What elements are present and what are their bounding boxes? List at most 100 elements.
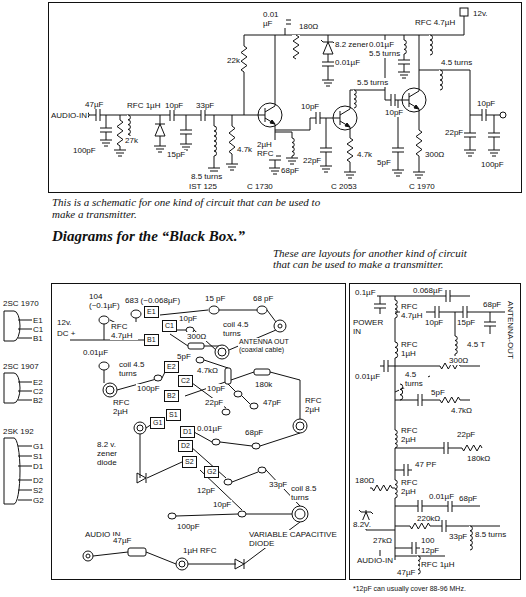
component-label: 0.01µF: [354, 372, 381, 381]
ceramic-capacitor: [250, 403, 258, 409]
capacitor-symbol: [395, 94, 396, 106]
wire-gap: [404, 463, 408, 477]
component-label: 4.7kΩ: [196, 366, 219, 375]
wire: [188, 564, 236, 565]
wire-gap: [292, 35, 300, 59]
wire: [140, 434, 141, 478]
component-label: 47 PF: [414, 460, 437, 469]
wire: [395, 296, 396, 560]
wire-gap: [487, 133, 501, 137]
component-label: C 1730: [246, 182, 274, 191]
wire-gap: [96, 108, 100, 122]
ground-symbol: [286, 158, 298, 159]
ground-symbol: [415, 175, 423, 176]
component-label: RFC 1µH: [420, 560, 456, 569]
section-heading: Diagrams for the “Black Box.”: [52, 228, 245, 244]
terminal-circle: [278, 324, 282, 328]
capacitor-symbol: [463, 306, 464, 318]
component-label: 4.7k: [356, 150, 373, 159]
ceramic-capacitor: [131, 310, 141, 318]
transistor-symbol: [340, 109, 350, 115]
pad-box: E1: [144, 306, 159, 318]
capacitor-symbol: [439, 306, 440, 318]
wire: [104, 324, 105, 340]
transistor-symbol: [333, 106, 357, 130]
transistor-symbol: [419, 88, 420, 91]
pin-name: B1: [147, 336, 156, 343]
coil-ring: [134, 422, 146, 434]
pin-lead: [18, 456, 33, 457]
ceramic-capacitor: [234, 391, 242, 397]
ceramic-capacitor: [252, 443, 260, 449]
wire: [450, 526, 500, 527]
coil-ring: [215, 345, 229, 359]
component-label: 12v.: [56, 318, 73, 327]
wire: [395, 296, 470, 297]
coil-symbol: [395, 480, 397, 498]
component-label: 15pF: [456, 318, 476, 327]
pin-name: S2: [185, 458, 194, 465]
ground-symbol: [118, 156, 122, 157]
component-label: 10pF: [300, 102, 320, 111]
ground-symbol: [273, 174, 277, 175]
wire-gap: [116, 120, 124, 146]
coil-ring: [292, 506, 308, 522]
wire-gap: [240, 46, 248, 72]
resistor-symbol: [293, 35, 299, 59]
wire-gap: [403, 40, 405, 54]
wire-gap: [483, 322, 497, 326]
wire-gap: [170, 108, 174, 122]
component-label: D1: [32, 462, 44, 471]
ceramic-capacitor: [238, 511, 246, 517]
component-label: 12pF: [196, 486, 216, 495]
component-label: *12pF can usually cover 88-96 MHz.: [352, 585, 467, 593]
wire-gap: [319, 148, 333, 152]
pad-box: S1: [166, 409, 181, 421]
component-label: D2: [32, 476, 44, 485]
coil-symbol: [395, 342, 398, 358]
component-label: S1: [32, 452, 44, 461]
wire: [232, 472, 258, 482]
ceramic-capacitor: [224, 479, 232, 485]
wire-gap: [446, 289, 450, 303]
ground-symbol: [158, 152, 162, 153]
diode-symbol: [137, 473, 146, 483]
ground-symbol: [392, 170, 404, 171]
component-label: 300Ω: [186, 332, 207, 341]
coil-ring: [179, 561, 185, 567]
coil-symbol: [395, 300, 397, 318]
component-label: 33pF: [448, 532, 468, 541]
transistor-symbol: [402, 100, 409, 101]
diode-symbol: [235, 559, 244, 569]
component-label: 0.01µF: [196, 424, 223, 433]
wire: [267, 310, 276, 322]
capacitor-symbol: [174, 109, 175, 121]
pad-box: G1: [150, 417, 165, 429]
coil-ring: [218, 348, 226, 356]
capacitor-symbol: [450, 290, 451, 302]
capacitor-symbol: [444, 442, 445, 454]
component-label: 100pF: [176, 522, 201, 531]
transistor-symbol: [402, 88, 426, 112]
coil-symbol: [470, 526, 472, 550]
ground-symbol: [154, 146, 166, 147]
wire-gap: [321, 62, 335, 66]
diode-symbol: [321, 40, 323, 42]
component-label: RFC 1µH: [400, 340, 426, 358]
wire-gap: [397, 60, 411, 64]
ground-symbol: [102, 143, 110, 144]
ground-symbol: [346, 175, 354, 176]
pin-name: S1: [169, 411, 178, 418]
pad-box: B2: [164, 390, 179, 402]
diode-symbol: [371, 512, 373, 514]
component-label: DC +: [56, 329, 76, 338]
component-label: 68pF: [280, 166, 300, 175]
ground-symbol: [400, 75, 408, 76]
resistor-symbol: [347, 138, 353, 162]
component-label: S2: [32, 486, 44, 495]
component-label: 4.7kΩ: [450, 406, 473, 415]
power-terminal: [460, 8, 468, 16]
component-label: 4.7k: [236, 145, 253, 154]
capacitor-symbol: [320, 148, 332, 149]
capacitor-symbol: [388, 360, 389, 372]
